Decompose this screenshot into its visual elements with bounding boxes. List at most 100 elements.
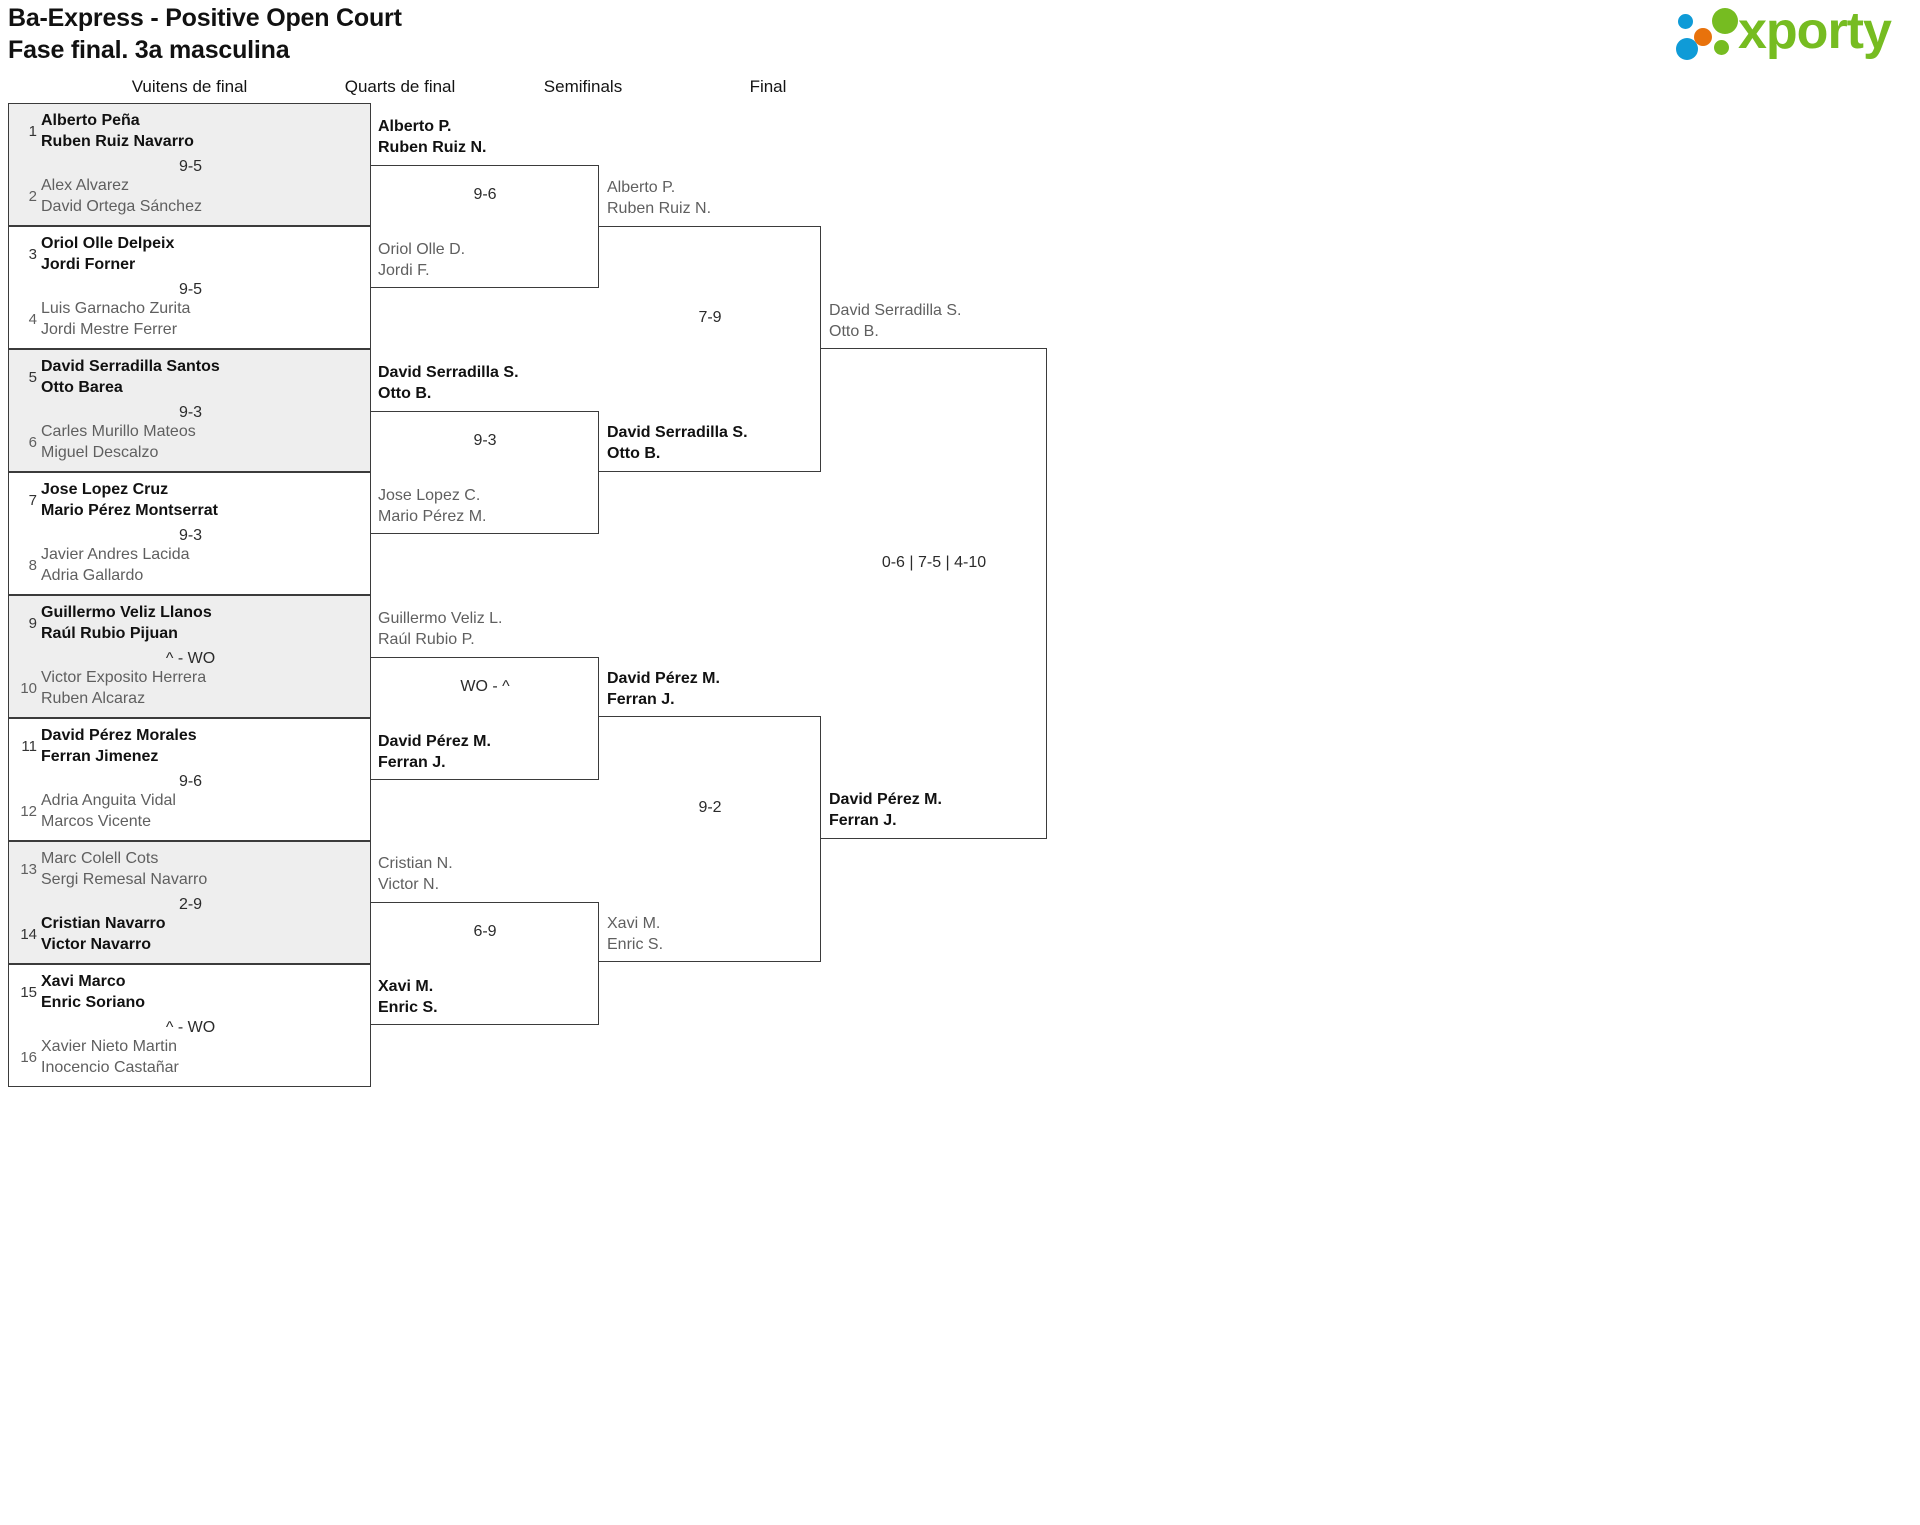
logo-dot-green-large-icon (1712, 8, 1738, 34)
r1-match-4-score: 9-3 (178, 527, 203, 544)
final-team-top[interactable]: David Serradilla S. Otto B. (829, 302, 962, 340)
round-heading-round-of-16: Vuitens de final (131, 77, 248, 96)
xporty-logo: xporty (1676, 2, 1906, 62)
qf-2-connector (371, 411, 599, 534)
final-connector (821, 348, 1047, 839)
r1-match-2-team-bottom[interactable]: 4 Luis Garnacho Zurita Jordi Mestre Ferr… (9, 298, 372, 342)
r1-match-8-score: ^ - WO (165, 1019, 216, 1036)
sf-2-team-bottom[interactable]: Xavi M. Enric S. (607, 915, 664, 953)
qf-2-score: 9-3 (473, 432, 497, 449)
r1-match-8[interactable]: 15 Xavi Marco Enric Soriano ^ - WO 16 Xa… (8, 964, 371, 1087)
logo-dot-orange-icon (1694, 28, 1712, 46)
r1-match-3-team-top[interactable]: 5 David Serradilla Santos Otto Barea (9, 356, 372, 400)
seed-number: 5 (28, 369, 37, 386)
logo-dot-blue-small-icon (1678, 14, 1693, 29)
team-names: Alex Alvarez David Ortega Sánchez (41, 177, 202, 215)
r1-match-4[interactable]: 7 Jose Lopez Cruz Mario Pérez Montserrat… (8, 472, 371, 595)
team-names: Jose Lopez Cruz Mario Pérez Montserrat (41, 481, 218, 519)
sf-2-connector (599, 716, 821, 962)
r1-match-8-team-bottom[interactable]: 16 Xavier Nieto Martin Inocencio Castaña… (9, 1036, 372, 1080)
qf-1-team-top[interactable]: Alberto P. Ruben Ruiz N. (378, 118, 487, 156)
team-names: David Pérez Morales Ferran Jimenez (41, 727, 197, 765)
qf-1-team-bottom[interactable]: Oriol Olle D. Jordi F. (378, 241, 466, 279)
page-title: Ba-Express - Positive Open Court Fase fi… (8, 2, 402, 66)
seed-number: 8 (28, 557, 37, 574)
round-heading-quarterfinals: Quarts de final (344, 77, 456, 96)
qf-3-connector (371, 657, 599, 780)
qf-3-team-bottom[interactable]: David Pérez M. Ferran J. (378, 733, 491, 771)
seed-number: 14 (20, 926, 37, 943)
team-names: Alberto Peña Ruben Ruiz Navarro (41, 112, 194, 150)
team-names: Oriol Olle Delpeix Jordi Forner (41, 235, 175, 273)
seed-number: 11 (21, 738, 37, 755)
page-title-line-1: Ba-Express - Positive Open Court (8, 4, 402, 32)
seed-number: 16 (20, 1049, 37, 1066)
seed-number: 6 (28, 434, 37, 451)
team-names: Javier Andres Lacida Adria Gallardo (41, 546, 190, 584)
r1-match-2-score: 9-5 (178, 281, 203, 298)
r1-match-1[interactable]: 1 Alberto Peña Ruben Ruiz Navarro 9-5 2 … (8, 103, 371, 226)
team-names: Victor Exposito Herrera Ruben Alcaraz (41, 669, 207, 707)
r1-match-7[interactable]: 13 Marc Colell Cots Sergi Remesal Navarr… (8, 841, 371, 964)
r1-match-6-team-bottom[interactable]: 12 Adria Anguita Vidal Marcos Vicente (9, 790, 372, 834)
round-heading-final: Final (749, 77, 787, 96)
team-names: Cristian Navarro Victor Navarro (41, 915, 166, 953)
round-heading-semifinals: Semifinals (543, 77, 623, 96)
r1-match-4-team-top[interactable]: 7 Jose Lopez Cruz Mario Pérez Montserrat (9, 479, 372, 523)
sf-1-team-bottom[interactable]: David Serradilla S. Otto B. (607, 424, 748, 462)
final-score: 0-6 | 7-5 | 4-10 (881, 554, 987, 571)
seed-number: 3 (28, 246, 37, 263)
team-names: Xavier Nieto Martin Inocencio Castañar (41, 1038, 179, 1076)
r1-match-5-team-bottom[interactable]: 10 Victor Exposito Herrera Ruben Alcaraz (9, 667, 372, 711)
seed-number: 10 (20, 680, 37, 697)
seed-number: 12 (20, 803, 37, 820)
r1-match-7-team-top[interactable]: 13 Marc Colell Cots Sergi Remesal Navarr… (9, 848, 372, 892)
sf-1-team-top[interactable]: Alberto P. Ruben Ruiz N. (607, 179, 712, 217)
r1-match-4-team-bottom[interactable]: 8 Javier Andres Lacida Adria Gallardo (9, 544, 372, 588)
r1-match-1-team-top[interactable]: 1 Alberto Peña Ruben Ruiz Navarro (9, 110, 372, 154)
sf-1-score: 7-9 (698, 309, 722, 326)
r1-match-3[interactable]: 5 David Serradilla Santos Otto Barea 9-3… (8, 349, 371, 472)
r1-match-5-team-top[interactable]: 9 Guillermo Veliz Llanos Raúl Rubio Piju… (9, 602, 372, 646)
qf-1-score: 9-6 (473, 186, 497, 203)
final-team-bottom-champion[interactable]: David Pérez M. Ferran J. (829, 791, 942, 829)
logo-dot-blue-large-icon (1676, 38, 1698, 60)
qf-2-team-top[interactable]: David Serradilla S. Otto B. (378, 364, 519, 402)
sf-2-team-top[interactable]: David Pérez M. Ferran J. (607, 670, 720, 708)
team-names: David Serradilla Santos Otto Barea (41, 358, 220, 396)
team-names: Guillermo Veliz Llanos Raúl Rubio Pijuan (41, 604, 212, 642)
qf-4-team-bottom[interactable]: Xavi M. Enric S. (378, 978, 438, 1016)
r1-match-5[interactable]: 9 Guillermo Veliz Llanos Raúl Rubio Piju… (8, 595, 371, 718)
seed-number: 13 (20, 861, 37, 878)
logo-dot-green-small-icon (1714, 40, 1729, 55)
seed-number: 9 (28, 615, 37, 632)
team-names: Luis Garnacho Zurita Jordi Mestre Ferrer (41, 300, 191, 338)
r1-match-3-score: 9-3 (178, 404, 203, 421)
qf-4-connector (371, 902, 599, 1025)
seed-number: 2 (28, 188, 37, 205)
seed-number: 1 (28, 123, 37, 140)
sf-1-connector (599, 226, 821, 472)
r1-match-1-team-bottom[interactable]: 2 Alex Alvarez David Ortega Sánchez (9, 175, 372, 219)
r1-match-7-team-bottom[interactable]: 14 Cristian Navarro Victor Navarro (9, 913, 372, 957)
team-names: Adria Anguita Vidal Marcos Vicente (41, 792, 176, 830)
qf-3-score: WO - ^ (460, 678, 510, 695)
page-title-line-2: Fase final. 3a masculina (8, 36, 290, 64)
team-names: Carles Murillo Mateos Miguel Descalzo (41, 423, 196, 461)
qf-3-team-top[interactable]: Guillermo Veliz L. Raúl Rubio P. (378, 610, 503, 648)
r1-match-8-team-top[interactable]: 15 Xavi Marco Enric Soriano (9, 971, 372, 1015)
qf-2-team-bottom[interactable]: Jose Lopez C. Mario Pérez M. (378, 487, 487, 525)
r1-match-6[interactable]: 11 David Pérez Morales Ferran Jimenez 9-… (8, 718, 371, 841)
r1-match-3-team-bottom[interactable]: 6 Carles Murillo Mateos Miguel Descalzo (9, 421, 372, 465)
r1-match-1-score: 9-5 (178, 158, 203, 175)
r1-match-6-team-top[interactable]: 11 David Pérez Morales Ferran Jimenez (9, 725, 372, 769)
r1-match-2[interactable]: 3 Oriol Olle Delpeix Jordi Forner 9-5 4 … (8, 226, 371, 349)
r1-match-7-score: 2-9 (178, 896, 203, 913)
r1-match-2-team-top[interactable]: 3 Oriol Olle Delpeix Jordi Forner (9, 233, 372, 277)
qf-4-team-top[interactable]: Cristian N. Victor N. (378, 855, 453, 893)
seed-number: 15 (20, 984, 37, 1001)
team-names: Xavi Marco Enric Soriano (41, 973, 146, 1011)
r1-match-5-score: ^ - WO (165, 650, 216, 667)
qf-4-score: 6-9 (473, 923, 497, 940)
